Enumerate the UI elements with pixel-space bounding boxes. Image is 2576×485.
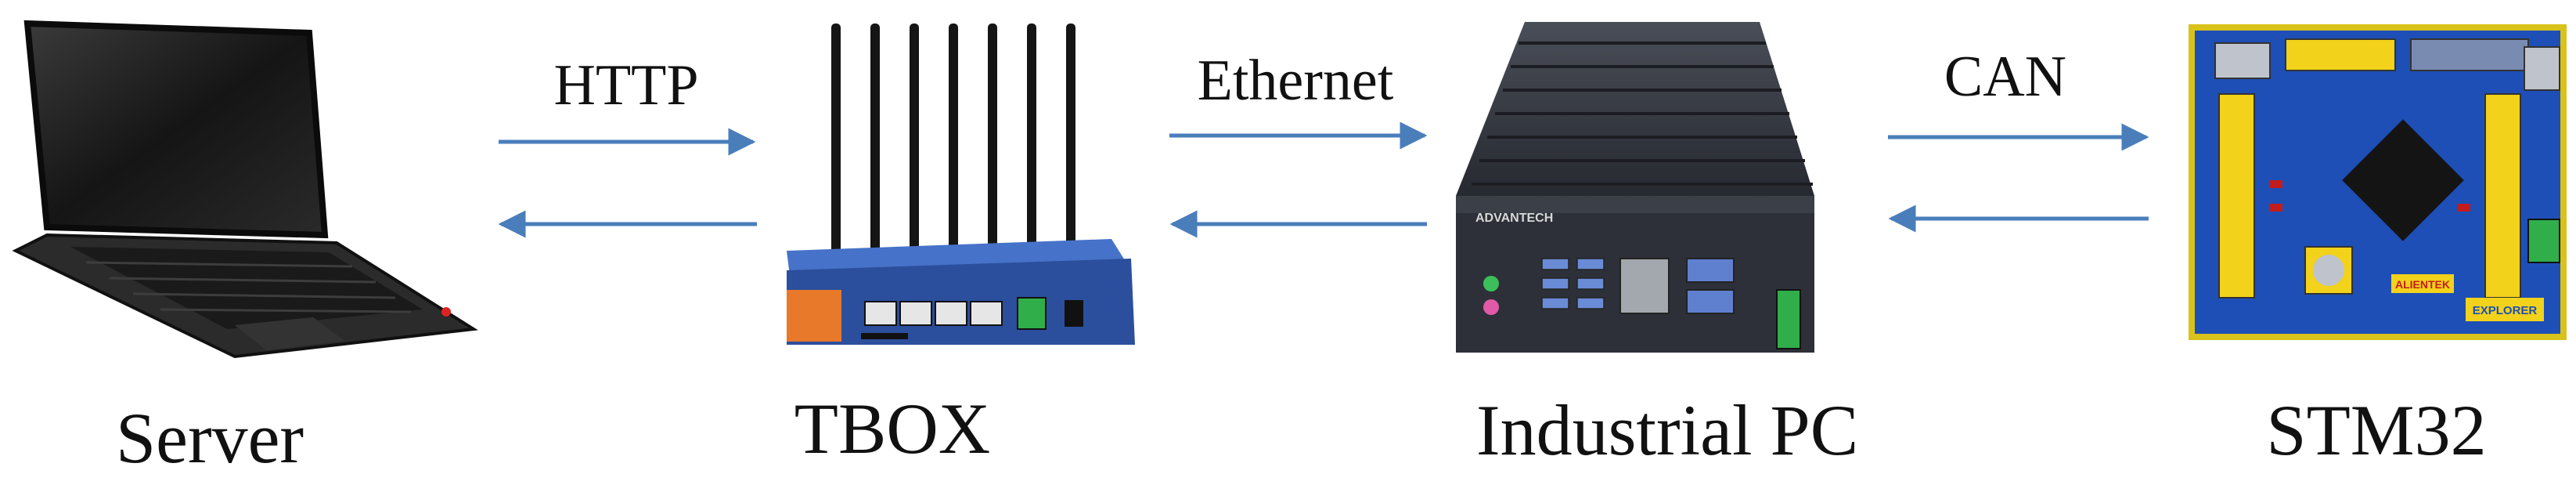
board-model-label: EXPLORER (2473, 304, 2538, 317)
node-label-server: Server (116, 398, 304, 478)
link-label-http: HTTP (554, 53, 699, 118)
circuit-board-icon: ALIENTEK EXPLORER (2189, 24, 2567, 340)
link-arrows (498, 121, 2149, 238)
board-brand-label: ALIENTEK (2395, 278, 2450, 291)
link-label-ethernet: Ethernet (1198, 49, 1394, 113)
laptop-icon (12, 20, 478, 359)
link-label-can: CAN (1944, 45, 2066, 109)
industrial-pc-icon: ADVANTECH (1456, 22, 1814, 353)
node-label-stm32: STM32 (2266, 390, 2486, 470)
node-label-tbox: TBOX (794, 389, 990, 469)
router-icon (787, 24, 1135, 345)
brand-label: ADVANTECH (1475, 212, 1553, 225)
node-label-industrial-pc: Industrial PC (1476, 390, 1858, 470)
